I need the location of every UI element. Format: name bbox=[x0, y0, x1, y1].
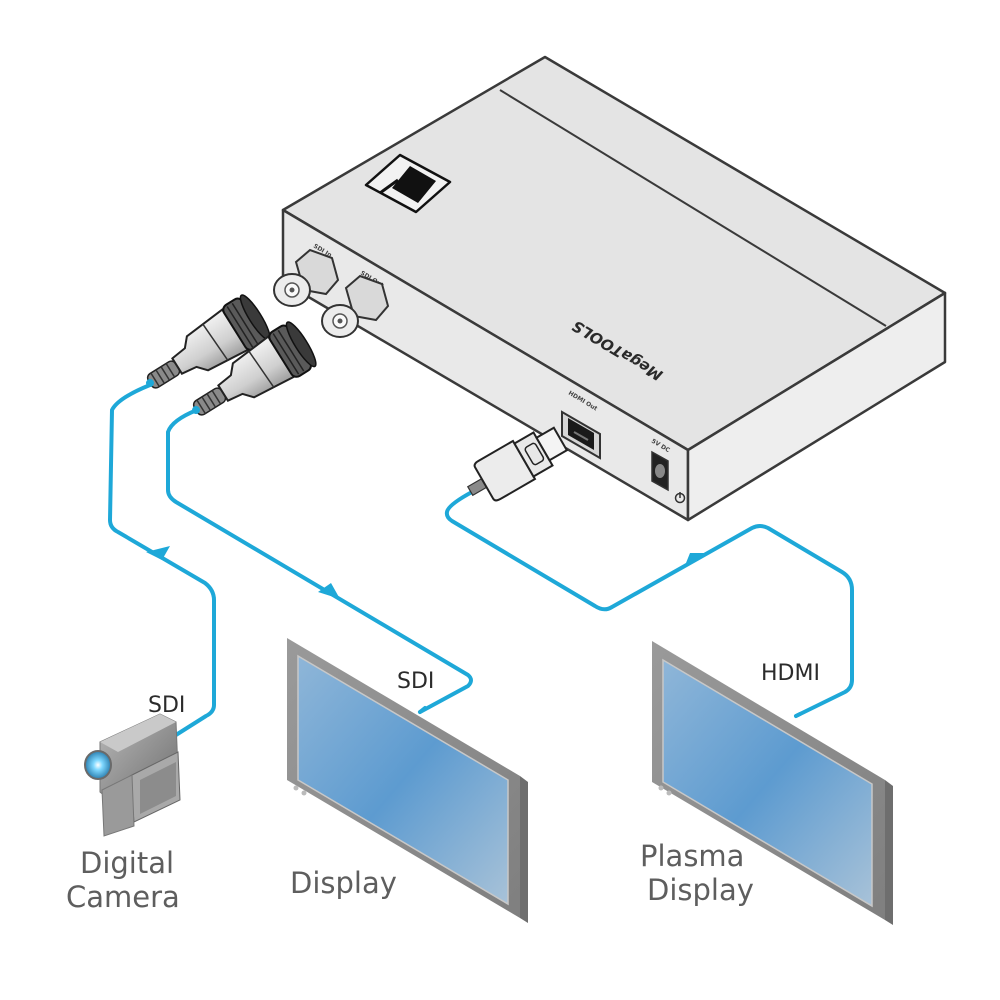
camera-lens-icon bbox=[84, 750, 112, 780]
sdi-display bbox=[287, 638, 528, 923]
kramer-logo-icon bbox=[364, 153, 452, 214]
plasma-cable-label: HDMI bbox=[761, 661, 820, 686]
digital-camera bbox=[84, 713, 181, 837]
hdmi-plug[interactable] bbox=[459, 420, 571, 510]
sdi-out-port[interactable] bbox=[321, 274, 390, 338]
hdmi-out-port[interactable] bbox=[561, 410, 601, 460]
camera-sdi-cable bbox=[108, 383, 216, 742]
arrow-device-to-plasma-icon bbox=[684, 553, 709, 568]
display-screen bbox=[297, 654, 509, 906]
display-cable-label: SDI bbox=[397, 669, 434, 694]
cables bbox=[108, 383, 854, 742]
display-label: Display bbox=[290, 866, 397, 900]
cable-terminations bbox=[418, 706, 802, 718]
arrow-camera-to-device-icon bbox=[146, 546, 170, 560]
plasma-display bbox=[652, 641, 893, 925]
display-sdi-cable bbox=[166, 408, 473, 714]
plasma-label-line2: Display bbox=[647, 873, 754, 907]
hdmi-cable bbox=[444, 490, 854, 718]
camera-label-line1: Digital bbox=[80, 846, 174, 880]
plasma-screen bbox=[662, 658, 873, 908]
converter-device: MegaTOOLS SDI In SDI Out HDMI Out 5V DC bbox=[273, 55, 947, 522]
sdi-in-port[interactable] bbox=[273, 248, 340, 307]
bnc-plug-sdi-out[interactable] bbox=[179, 319, 320, 434]
camera-cable-label: SDI bbox=[148, 693, 185, 718]
device-right-face bbox=[686, 291, 947, 522]
device-top-groove bbox=[499, 89, 887, 327]
signal-arrows bbox=[146, 546, 709, 599]
power-port[interactable] bbox=[651, 450, 686, 504]
bnc-plug-sdi-in[interactable] bbox=[133, 292, 274, 407]
arrow-device-to-display-icon bbox=[318, 583, 340, 599]
camera-label-line2: Camera bbox=[66, 880, 180, 914]
plasma-label-line1: Plasma bbox=[640, 839, 744, 873]
